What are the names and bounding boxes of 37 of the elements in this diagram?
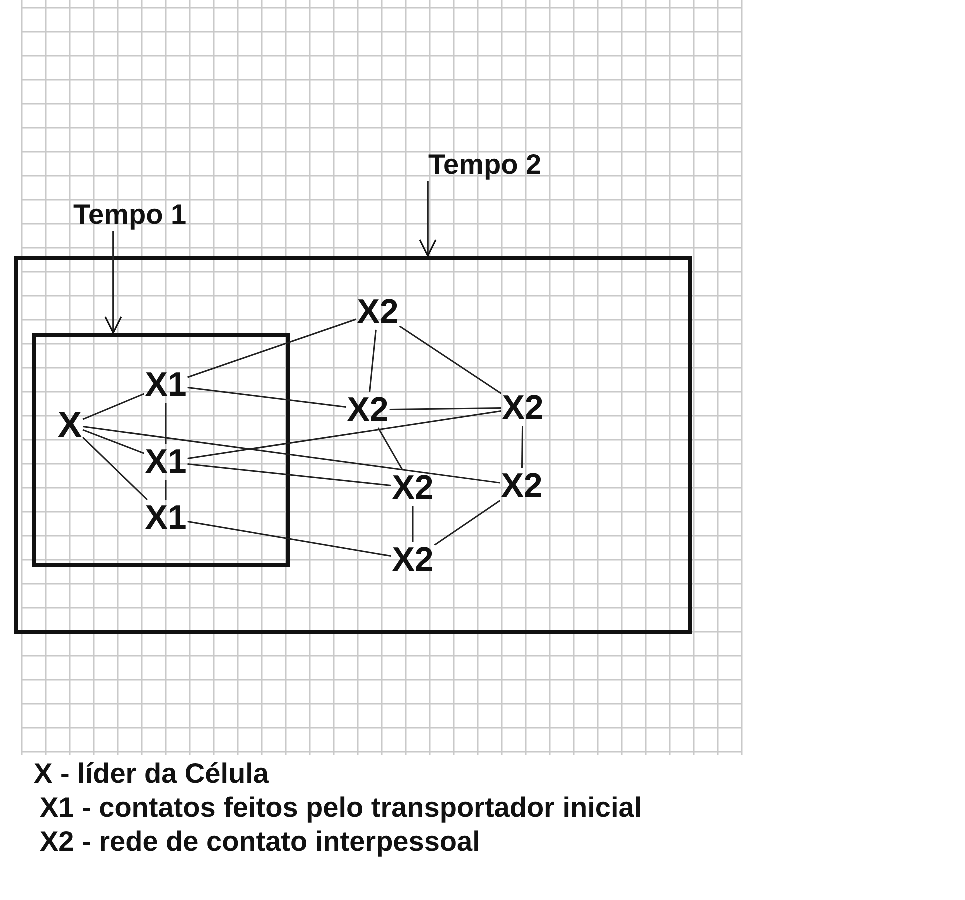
connector-line <box>399 326 502 394</box>
period-label: Tempo 2 <box>428 151 542 179</box>
connector-line <box>188 318 356 378</box>
connector-line <box>82 393 144 420</box>
legend-text: X - líder da Célula <box>34 758 269 790</box>
connector-line <box>378 428 404 470</box>
connector-line <box>188 410 502 460</box>
connector-line <box>434 500 501 546</box>
person-marker: X2 <box>392 543 434 577</box>
connector-line <box>165 480 167 500</box>
connector-line <box>390 408 502 410</box>
connector-line <box>82 437 148 501</box>
connector-line <box>521 426 524 468</box>
person-marker: X2 <box>392 471 434 505</box>
connector-line <box>165 403 167 444</box>
connector-line <box>369 330 377 392</box>
frame-box <box>32 333 290 567</box>
person-marker: X2 <box>357 295 399 329</box>
arrow <box>419 181 437 257</box>
connector-line <box>188 520 392 558</box>
frame-box <box>14 256 692 634</box>
arrow <box>104 231 122 334</box>
period-label: Tempo 1 <box>73 201 187 229</box>
connector-line <box>82 426 500 484</box>
connector-line <box>188 386 346 408</box>
person-marker: X1 <box>145 445 187 479</box>
person-marker: X1 <box>145 368 187 402</box>
person-marker: X2 <box>502 391 544 425</box>
connector-line <box>188 464 392 486</box>
person-marker: X2 <box>347 393 389 427</box>
connector-line <box>82 429 144 454</box>
legend-text: X1 - contatos feitos pelo transportador inicial <box>40 792 642 824</box>
connector-line <box>412 506 414 542</box>
person-marker: X1 <box>145 501 187 535</box>
legend-text: X2 - rede de contato interpessoal <box>40 826 480 858</box>
person-marker: X <box>58 407 82 443</box>
person-marker: X2 <box>501 469 543 503</box>
